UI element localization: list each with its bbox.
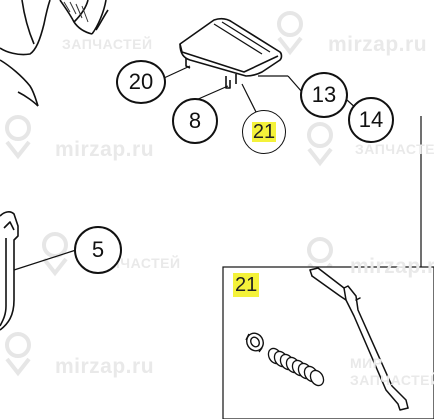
callout-21-label: 21 [251,121,277,143]
callout-13-label: 13 [311,82,337,107]
callout-14: 14 [348,97,394,143]
callout-5-label: 5 [91,237,105,262]
part-spring [267,347,325,387]
inset-label: 21 [233,273,260,297]
callout-20-label: 20 [128,69,154,94]
callout-8: 8 [172,98,218,144]
callout-21[interactable]: 21 [242,110,286,154]
callout-5: 5 [74,226,122,274]
part-shroud-hatch [63,1,89,23]
part-rail [0,211,19,331]
callout-8-label: 8 [188,108,202,133]
part-shroud-top [0,0,109,107]
callout-20: 20 [116,60,166,104]
part-cover [179,17,283,89]
callout-13: 13 [300,72,348,118]
callout-14-label: 14 [358,107,384,132]
part-nut [245,332,264,353]
part-cable [309,267,409,411]
